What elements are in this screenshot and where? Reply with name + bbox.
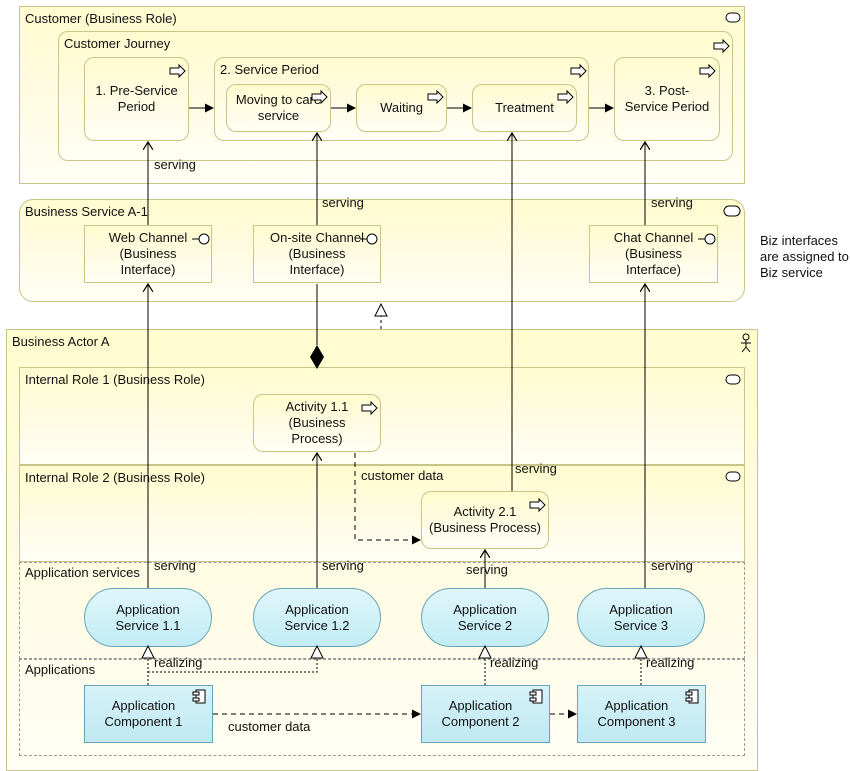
internal-role-1-title: Internal Role 1 (Business Role) <box>25 372 205 387</box>
serving-label: serving <box>322 558 364 573</box>
moving-to-care-service-label: Moving to care service <box>235 92 322 123</box>
business-actor-title: Business Actor A <box>12 334 110 349</box>
biz-interfaces-note: Biz interfaces are assigned to Biz servi… <box>760 233 849 280</box>
customer-role-title: Customer (Business Role) <box>25 11 177 26</box>
process-arrow-icon <box>169 38 730 513</box>
customer-data-flow-activities <box>354 453 421 545</box>
onsite-channel-interface[interactable]: On-site Channel (Business Interface) <box>253 225 381 283</box>
serving-label: serving <box>322 195 364 210</box>
application-component-3[interactable]: Application Component 3 <box>577 685 706 743</box>
application-component-2[interactable]: Application Component 2 <box>421 685 550 743</box>
customer-journey-title: Customer Journey <box>64 36 171 51</box>
internal-role-2-container[interactable]: Internal Role 2 (Business Role) <box>19 465 745 562</box>
realizing-label: realizing <box>490 655 539 670</box>
application-component-1[interactable]: Application Component 1 <box>84 685 213 743</box>
application-component-3-label: Application Component 3 <box>597 698 676 729</box>
actor-icon <box>741 333 751 353</box>
application-component-1-label: Application Component 1 <box>104 698 183 729</box>
internal-role-2-title: Internal Role 2 (Business Role) <box>25 470 205 485</box>
chat-channel-label: Chat Channel (Business Interface) <box>613 230 694 277</box>
realizing-label: realizing <box>154 655 203 670</box>
application-service-1-2-label: Application Service 1.2 <box>284 601 350 633</box>
treatment-label: Treatment <box>495 100 554 115</box>
web-channel-interface[interactable]: Web Channel (Business Interface) <box>84 225 212 283</box>
business-service-title: Business Service A-1 <box>25 204 148 219</box>
waiting-process[interactable]: Waiting <box>356 84 447 132</box>
interface-icon <box>192 233 716 245</box>
application-service-3[interactable]: Application Service 3 <box>577 588 705 647</box>
realizing-comp1-to-as12 <box>148 646 317 673</box>
application-service-2-label: Application Service 2 <box>453 601 517 633</box>
customer-data-label: customer data <box>361 468 444 483</box>
application-service-1-2[interactable]: Application Service 1.2 <box>253 588 381 647</box>
role-icon <box>725 12 741 482</box>
applications-group-title: Applications <box>25 662 96 677</box>
onsite-channel-label: On-site Channel (Business Interface) <box>270 230 364 277</box>
post-service-period-label: 3. Post-Service Period <box>624 83 710 114</box>
web-channel-label: Web Channel (Business Interface) <box>108 230 188 277</box>
serving-label: serving <box>651 558 693 573</box>
composition-diamond <box>310 345 324 369</box>
customer-data-label: customer data <box>228 719 311 734</box>
application-service-2[interactable]: Application Service 2 <box>421 588 549 647</box>
service-icon <box>723 205 741 217</box>
application-services-group-title: Application services <box>25 565 140 580</box>
realizing-label: realizing <box>646 655 695 670</box>
application-service-3-label: Application Service 3 <box>609 601 673 633</box>
application-component-2-label: Application Component 2 <box>441 698 520 729</box>
serving-label: serving <box>154 157 196 172</box>
serving-label: serving <box>466 562 508 577</box>
activity-1-1-label: Activity 1.1 (Business Process) <box>285 399 349 446</box>
internal-role-1-container[interactable]: Internal Role 1 (Business Role) <box>19 367 745 465</box>
serving-label: serving <box>515 461 557 476</box>
activity-2-1-label: Activity 2.1 (Business Process) <box>429 504 541 535</box>
activity-2-1-process[interactable]: Activity 2.1 (Business Process) <box>421 491 549 549</box>
treatment-process[interactable]: Treatment <box>472 84 577 132</box>
application-service-1-1-label: Application Service 1.1 <box>115 601 181 633</box>
serving-label: serving <box>651 195 693 210</box>
service-period-title: 2. Service Period <box>220 62 319 77</box>
applications-group[interactable]: Applications <box>19 659 745 756</box>
moving-to-care-service-process[interactable]: Moving to care service <box>226 84 331 132</box>
application-service-1-1[interactable]: Application Service 1.1 <box>84 588 212 647</box>
pre-service-period-label: 1. Pre-Service Period <box>95 83 178 114</box>
component-icon <box>192 689 699 704</box>
serving-label: serving <box>154 558 196 573</box>
chat-channel-interface[interactable]: Chat Channel (Business Interface) <box>589 225 718 283</box>
waiting-label: Waiting <box>380 100 423 115</box>
application-services-group[interactable]: Application services <box>19 562 745 659</box>
pre-service-period-process[interactable]: 1. Pre-Service Period <box>84 57 189 141</box>
activity-1-1-process[interactable]: Activity 1.1 (Business Process) <box>253 394 381 452</box>
